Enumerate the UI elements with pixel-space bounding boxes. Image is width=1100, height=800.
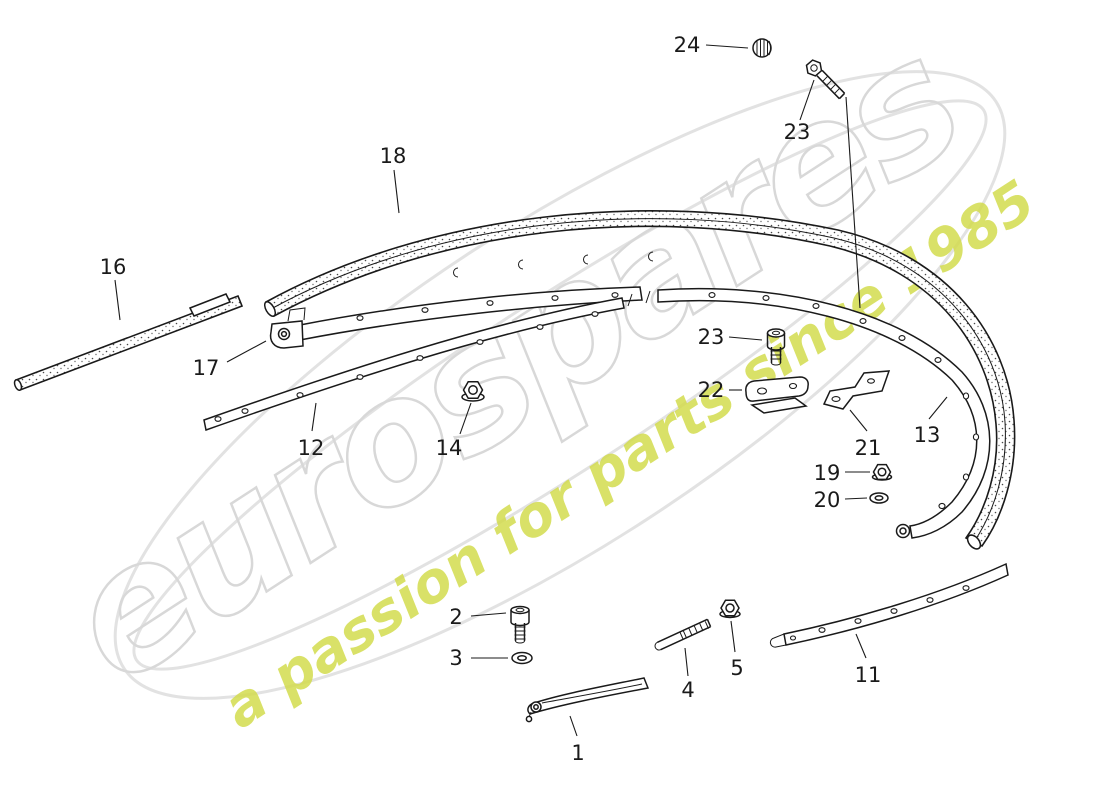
leader-line-1: [569, 715, 578, 737]
leader-line-16: [114, 279, 121, 321]
part-17-bracket: [269, 307, 306, 349]
callout-13: 13: [914, 423, 941, 447]
leader-line-18: [393, 169, 400, 214]
part-23-bolt-top: [805, 59, 846, 100]
callout-16: 16: [100, 255, 127, 279]
leader-line-21: [849, 409, 868, 432]
part-19-nut: [871, 463, 893, 481]
part-23-bolt-mid: [766, 328, 786, 366]
callout-22: 22: [698, 378, 725, 402]
weatherstrip-clip-holes: [453, 251, 654, 278]
leader-line-11: [855, 633, 867, 659]
leader-line-23-to-rail: [845, 96, 861, 309]
part-2-screw: [510, 605, 530, 644]
watermark-swoosh-outer: [113, 70, 1007, 700]
callout-24: 24: [674, 33, 701, 57]
callout-20: 20: [814, 488, 841, 512]
leader-lines: [114, 44, 948, 737]
leader-line-23-top: [799, 79, 815, 121]
leader-line-17: [226, 340, 267, 363]
leader-line-14: [459, 402, 472, 435]
callout-17: 17: [193, 356, 220, 380]
part-4-stud: [654, 618, 712, 651]
callout-19: 19: [814, 461, 841, 485]
callout-2: 2: [449, 605, 462, 629]
callout-3: 3: [449, 646, 462, 670]
callout-23-mid: 23: [698, 325, 725, 349]
callout-21: 21: [855, 436, 882, 460]
callout-12: 12: [298, 436, 325, 460]
part-12-rail-upper: [299, 286, 643, 341]
callout-5: 5: [730, 656, 743, 680]
callout-labels: 24 23 18 16 17 12 14 23 22 21 13 19 20 2…: [100, 33, 941, 765]
callout-14: 14: [436, 436, 463, 460]
leader-line-23-mid: [728, 336, 763, 341]
part-3-washer: [511, 651, 533, 665]
part-14-nut: [461, 381, 485, 402]
callout-1: 1: [571, 741, 584, 765]
part-24-knurled-nut: [752, 38, 772, 58]
leader-line-4: [684, 647, 689, 677]
callout-11: 11: [855, 663, 882, 687]
leader-line-12: [311, 402, 317, 432]
part-21-bracket: [822, 370, 891, 410]
leader-line-13: [928, 396, 948, 420]
watermark-swoosh-inner: [132, 99, 988, 671]
leader-line-5: [730, 620, 736, 653]
leader-line-24: [705, 44, 749, 49]
part-5-nut: [719, 599, 741, 619]
part-12-rail: [203, 290, 651, 431]
watermark: eurospares a passion for parts since 198…: [31, 2, 1046, 742]
callout-4: 4: [681, 678, 694, 702]
part-16-strip: [13, 293, 244, 392]
part-20-washer: [869, 492, 889, 504]
part-1-guide: [525, 677, 650, 723]
part-22-bracket-plate: [745, 376, 809, 414]
leader-line-20: [844, 497, 868, 500]
callout-18: 18: [380, 144, 407, 168]
part-13-rail: [657, 287, 991, 539]
callout-23-top: 23: [784, 120, 811, 144]
part-18-weatherstrip: [263, 210, 1016, 550]
part-11-strap: [769, 562, 1009, 648]
diagram-art: [13, 38, 1016, 737]
leader-line-2: [470, 612, 507, 617]
